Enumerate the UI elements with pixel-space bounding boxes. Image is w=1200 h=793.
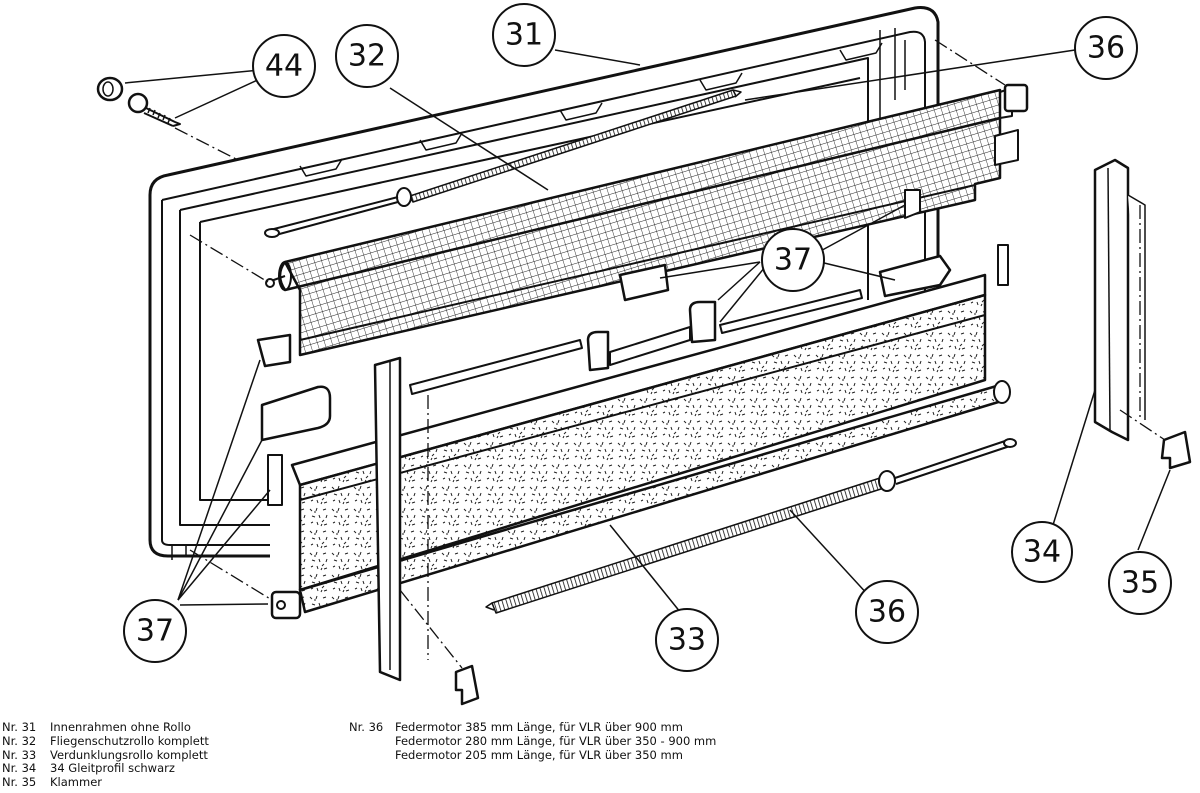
parts-legend-left: Nr. 31 Innenrahmen ohne Rollo Nr. 32 Fli…	[2, 720, 209, 790]
callout-label-37-bottom: 37	[136, 614, 174, 649]
callout-circle-33	[655, 608, 719, 672]
callout-label-37-top: 37	[774, 243, 812, 278]
legend-description: Klammer	[50, 775, 102, 790]
fly-screen-roller-part-32	[265, 83, 1029, 357]
legend-description: 34 Gleitprofil schwarz	[50, 761, 175, 776]
legend-row-35: Nr. 35 Klammer	[2, 775, 209, 790]
callout-circle-31	[492, 3, 556, 67]
spring-motor-lower-part-36	[485, 438, 1017, 614]
legend-number: Nr. 36	[349, 720, 384, 734]
legend-description: Federmotor 280 mm Länge, für VLR über 35…	[395, 733, 717, 748]
callout-circle-36-bottom	[855, 580, 919, 644]
legend-number: Nr. 32	[2, 733, 37, 748]
callout-circle-35	[1108, 551, 1172, 615]
blackout-roller-part-33	[270, 273, 1011, 620]
legend-description: Federmotor 205 mm Länge, für VLR über 35…	[395, 747, 683, 762]
clamp-part-35	[454, 430, 1192, 706]
callout-circle-36-top	[1074, 16, 1138, 80]
legend-description: Federmotor 385 mm Länge, für VLR über 90…	[395, 720, 683, 734]
legend-number	[349, 735, 395, 749]
callout-circle-32	[335, 24, 399, 88]
assembly-guide-lines	[174, 39, 1166, 669]
legend-number	[349, 749, 395, 763]
exploded-parts-diagram: 44 32 31 36 37 34 35 37 33 36	[96, 3, 1192, 706]
guide-profile-part-34	[373, 158, 1146, 682]
callout-label-35: 35	[1121, 566, 1159, 601]
callout-circle-34	[1011, 521, 1073, 583]
callout-circle-37-bottom	[123, 599, 187, 663]
legend-row-34: Nr. 34 34 Gleitprofil schwarz	[2, 762, 209, 776]
callout-circle-44	[252, 34, 316, 98]
callout-label-34: 34	[1023, 535, 1061, 570]
spring-motor-upper-part-36	[264, 89, 742, 238]
callout-label-44: 44	[265, 49, 303, 84]
callout-circles	[123, 3, 1172, 672]
legend-number: Nr. 31	[2, 720, 37, 734]
legend-row-36-b: Federmotor 280 mm Länge, für VLR über 35…	[349, 733, 717, 749]
parts-legend-right: Nr. 36 Federmotor 385 mm Länge, für VLR …	[349, 720, 717, 763]
legend-description: Fliegenschutzrollo komplett	[50, 733, 209, 748]
callout-leader-lines	[124, 49, 1171, 619]
legend-row-32: Nr. 32 Fliegenschutzrollo komplett	[2, 733, 209, 749]
inner-frame-part-31	[148, 6, 940, 560]
legend-row-36-c: Federmotor 205 mm Länge, für VLR über 35…	[349, 747, 716, 763]
callout-label-33: 33	[668, 623, 706, 658]
legend-number: Nr. 33	[2, 747, 37, 762]
callout-label-31: 31	[505, 18, 543, 53]
legend-row-33: Nr. 33 Verdunklungsrollo komplett	[2, 747, 209, 763]
legend-description: Innenrahmen ohne Rollo	[50, 720, 191, 734]
legend-row-36-a: Nr. 36 Federmotor 385 mm Länge, für VLR …	[349, 720, 716, 735]
callout-labels: 44 32 31 36 37 34 35 37 33 36	[136, 18, 1159, 658]
callout-label-32: 32	[348, 39, 386, 74]
callout-circle-37-top	[761, 228, 825, 292]
callout-label-36-top: 36	[1087, 31, 1125, 66]
legend-row-31: Nr. 31 Innenrahmen ohne Rollo	[2, 720, 209, 735]
legend-description: Verdunklungsrollo komplett	[50, 747, 208, 762]
clip-parts-37	[256, 129, 1019, 506]
legend-number: Nr. 34	[2, 761, 37, 776]
callout-label-36-bottom: 36	[868, 595, 906, 630]
cap-and-screw-part-44	[96, 76, 181, 127]
legend-number: Nr. 35	[2, 775, 37, 790]
